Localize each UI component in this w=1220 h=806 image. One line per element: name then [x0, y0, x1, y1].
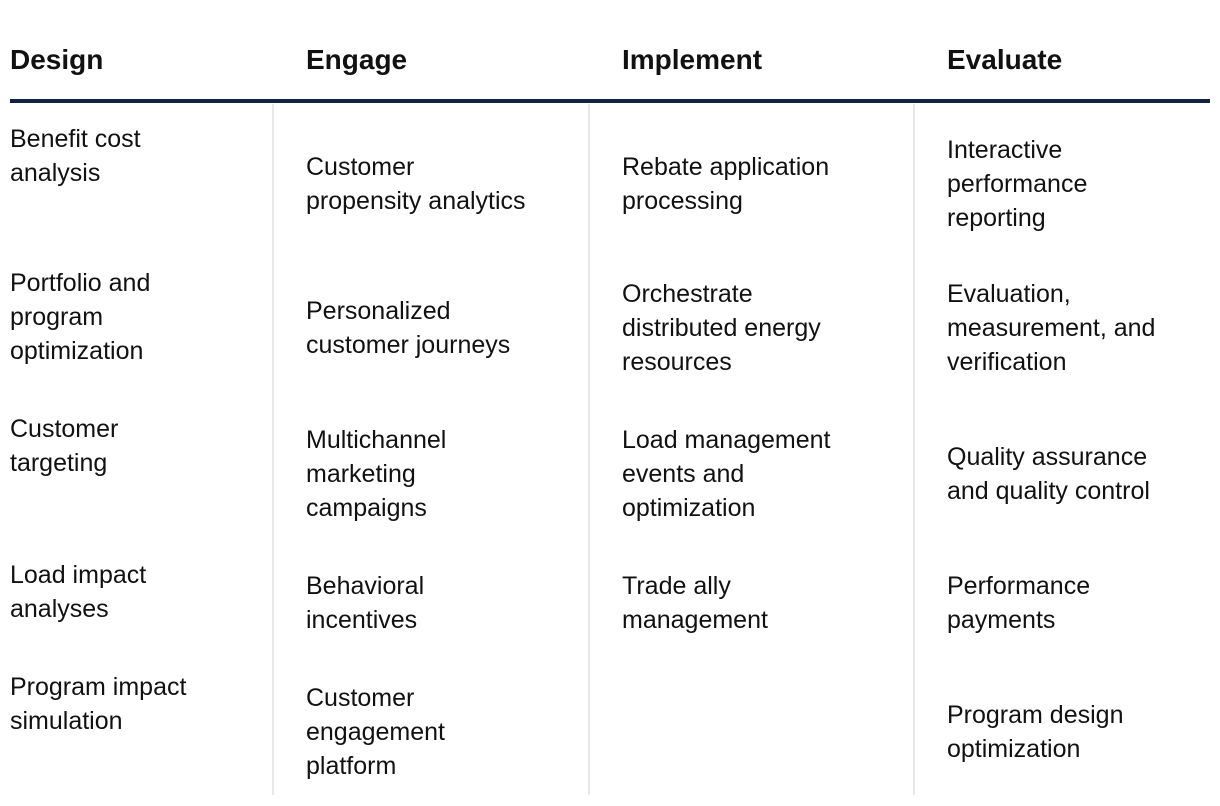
cell-text: Orchestrate distributed energy resources — [622, 280, 821, 376]
header-rule — [10, 99, 1210, 103]
cell-text: Load impact analyses — [10, 561, 147, 623]
table-cell-engage: Personalized customer journeys — [306, 266, 571, 390]
table-cell-implement: Rebate application processing — [622, 122, 887, 246]
table-cell-design: Customer targeting — [10, 412, 275, 536]
column-divider — [272, 104, 274, 795]
column-divider — [913, 104, 915, 795]
header-engage: Engage — [306, 44, 408, 75]
cell-text: Program impact simulation — [10, 673, 187, 735]
header-evaluate: Evaluate — [947, 44, 1063, 75]
table-cell-engage: Multichannel marketing campaigns — [306, 412, 571, 536]
cell-text: Behavioral incentives — [306, 572, 425, 634]
cell-text: Customer propensity analytics — [306, 153, 526, 215]
cell-text: Load management events and optimization — [622, 426, 831, 522]
table-cell-evaluate: Performance payments — [947, 558, 1212, 648]
table-cell-evaluate: Quality assurance and quality control — [947, 412, 1212, 536]
cell-text: Interactive performance reporting — [947, 136, 1088, 232]
table-cell-implement: Load management events and optimization — [622, 412, 887, 536]
table-cell-design: Program impact simulation — [10, 670, 275, 794]
table-cell-design: Benefit cost analysis — [10, 122, 275, 246]
cell-text: Trade ally management — [622, 572, 768, 634]
cell-text: Performance payments — [947, 572, 1091, 634]
table-cell-engage: Behavioral incentives — [306, 558, 571, 648]
cell-text: Customer engagement platform — [306, 684, 446, 780]
table-cell-engage: Customer propensity analytics — [306, 122, 571, 246]
cell-text: Evaluation, measurement, and verificatio… — [947, 280, 1156, 376]
cell-text: Quality assurance and quality control — [947, 443, 1150, 505]
cell-text: Customer targeting — [10, 415, 119, 477]
table-cell-implement: Trade ally management — [622, 558, 887, 648]
header-design: Design — [10, 44, 104, 75]
table-cell-evaluate: Evaluation, measurement, and verificatio… — [947, 266, 1212, 390]
table-cell-design: Load impact analyses — [10, 558, 275, 648]
column-divider — [588, 104, 590, 795]
table-cell-engage: Customer engagement platform — [306, 670, 571, 794]
cell-text: Benefit cost analysis — [10, 125, 141, 187]
table-cell-implement: Orchestrate distributed energy resources — [622, 266, 887, 390]
table-cell-evaluate: Interactive performance reporting — [947, 122, 1212, 246]
table-cell-design: Portfolio and program optimization — [10, 266, 275, 390]
cell-text: Rebate application processing — [622, 153, 830, 215]
table-cell-implement — [622, 670, 887, 794]
cell-text: Personalized customer journeys — [306, 297, 511, 359]
cell-text: Portfolio and program optimization — [10, 269, 151, 365]
cell-text: Multichannel marketing campaigns — [306, 426, 447, 522]
table-cell-evaluate: Program design optimization — [947, 670, 1212, 794]
cell-text: Program design optimization — [947, 701, 1124, 763]
header-implement: Implement — [622, 44, 763, 75]
